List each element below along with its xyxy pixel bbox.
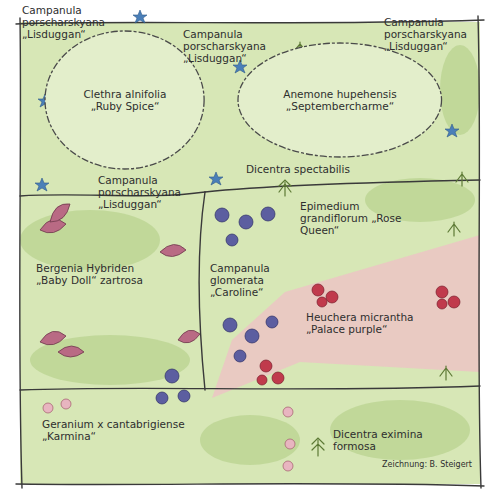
- plant-name: Clethra alnifolia „Ruby Spice“: [75, 88, 175, 112]
- plant-name: Campanula glomerata „Caroline“: [210, 262, 290, 298]
- plant-name: Campanula porscharskyana „Lisduggan“: [384, 16, 480, 52]
- plant-name: Bergenia Hybriden „Baby Doll“ zartrosa: [36, 262, 166, 286]
- plant-name: Dicentra spectabilis: [246, 163, 366, 175]
- signature: Zeichnung: B. Steigert: [382, 460, 477, 469]
- plant-name: Campanula porscharskyana „Lisduggan“: [98, 174, 198, 210]
- plant-name: Anemone hupehensis „Septembercharme“: [274, 88, 406, 112]
- planting-bed: Anemone hupehensis „Septembercharme“: [237, 42, 443, 158]
- plant-name: Dicentra eximina formosa: [333, 428, 438, 452]
- planting-bed: Clethra alnifolia „Ruby Spice“: [44, 30, 205, 170]
- plant-name: Epimedium grandiflorum „Rose Queen“: [300, 200, 425, 236]
- plant-name: Campanula porscharskyana „Lisduggan“: [22, 4, 122, 40]
- plant-name: Heuchera micrantha „Palace purple“: [306, 311, 431, 335]
- plant-name: Geranium x cantabrigiense „Karmina“: [42, 418, 192, 442]
- plant-name: Campanula porscharskyana „Lisduggan“: [183, 28, 279, 64]
